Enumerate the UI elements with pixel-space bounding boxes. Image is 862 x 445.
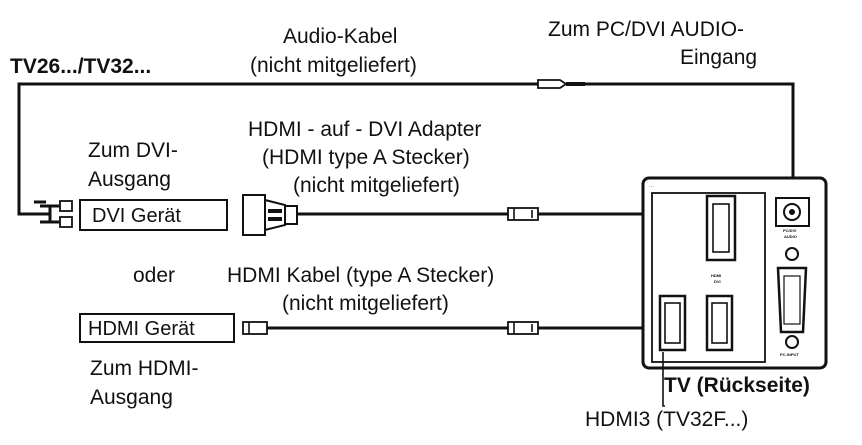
pc-audio-port-label-2: AUDIO [784,234,797,239]
hdmi-output-label-2: Ausgang [90,386,173,409]
hdmi-port-icon [705,294,734,352]
hdmi3-port-icon [658,294,687,352]
hdmi-dvi-port-label: HDMI [711,273,721,278]
pc-audio-label: Zum PC/DVI AUDIO- [548,18,744,41]
audio-jack-icon [775,197,810,227]
audio-plug-icon [537,79,585,89]
audio-cable-right [585,82,795,198]
svg-text:···: ··· [649,184,654,190]
dvi-output-label: Zum DVI- [88,139,178,162]
hdmi3-pointer [662,352,665,407]
or-label: oder [133,264,175,287]
hdmi3-label: HDMI3 (TV32F...) [585,408,748,431]
adapter-label: HDMI - auf - DVI Adapter [248,118,481,141]
audio-cable-note: (nicht mitgeliefert) [250,54,417,77]
hdmi-cable-label: HDMI Kabel (type A Stecker) [227,264,494,287]
pc-audio-port-label: PC/DVI [783,228,796,233]
audio-cable [17,82,538,216]
hdmi-plug-left-icon [242,321,268,335]
adapter-note: (nicht mitgeliefert) [293,174,460,197]
rca-plug-icon [34,200,73,228]
model-label: TV26.../TV32... [10,55,151,78]
audio-cable-label: Audio-Kabel [283,25,397,48]
hdmi-dvi-port-icon [705,194,737,262]
pc-input-port-label: PC-INPUT [780,352,799,357]
adapter-type-label: (HDMI type A Stecker) [262,146,470,169]
tv-back-label: TV (Rückseite) [664,374,810,397]
hdmi-cable-note: (nicht mitgeliefert) [282,292,449,315]
dvi-output-label-2: Ausgang [88,168,171,191]
hdmi-dvi-port-label-2: DVI [714,279,721,284]
hdmi-dvi-adapter-icon [242,194,298,236]
pc-audio-label-2: Eingang [680,46,757,69]
hdmi-device-box [79,313,235,343]
vga-port-icon [776,247,808,349]
hdmi-plug-icon [507,207,539,221]
hdmi-plug-right-icon [507,321,539,335]
dvi-device-label: DVI Gerät [92,205,181,227]
dvi-device-box [79,199,228,231]
hdmi-output-label: Zum HDMI- [90,357,199,380]
hdmi-device-label: HDMI Gerät [88,318,195,340]
